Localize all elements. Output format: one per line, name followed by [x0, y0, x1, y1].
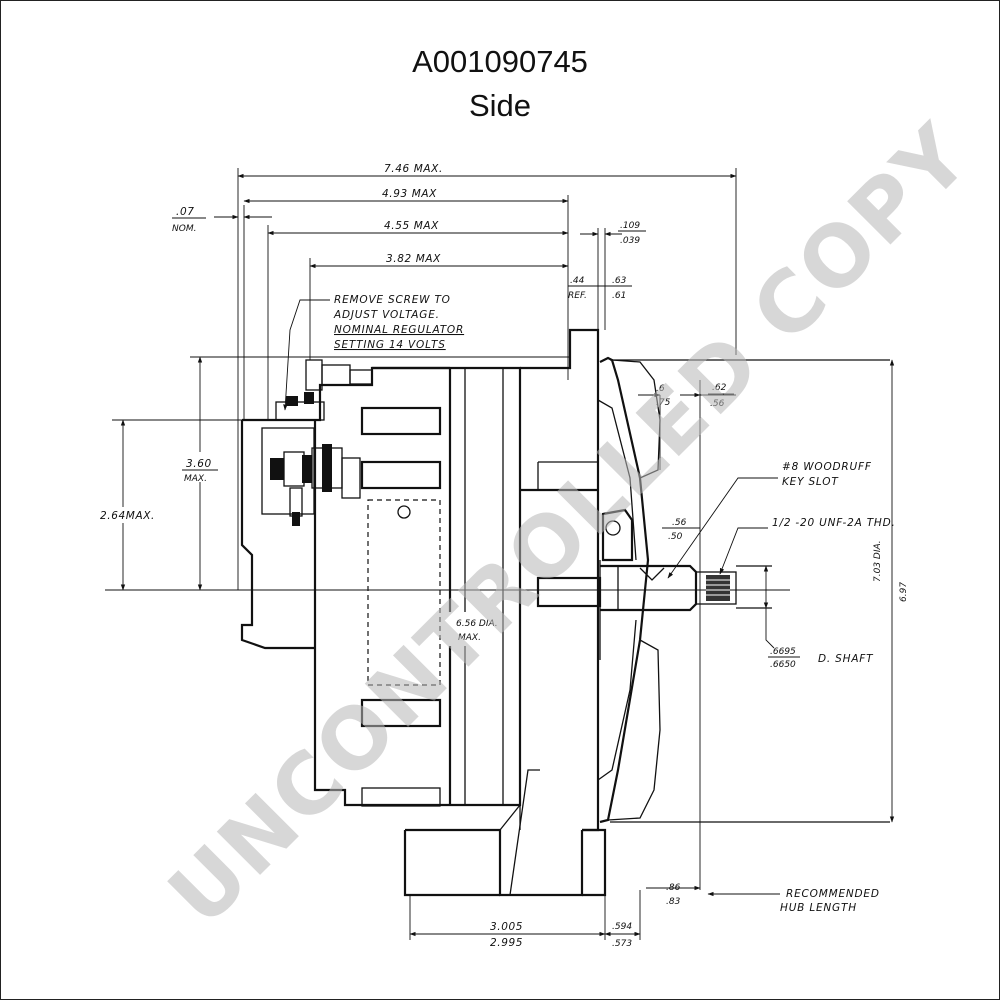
pulley-top-label: .63	[612, 276, 627, 286]
shaft-top-label: .6695	[770, 647, 796, 657]
height-264-label: 2.64MAX.	[100, 510, 155, 522]
hub-a-bottom-label: .75	[656, 398, 671, 408]
svg-text:SETTING 14 VOLTS: SETTING 14 VOLTS	[334, 339, 446, 351]
top-dimension-lines	[214, 168, 737, 590]
shaft-note: D. SHAFT	[818, 653, 874, 665]
keyslot-note-1: #8 WOODRUFF	[782, 461, 872, 473]
overall-length-label: 7.46 MAX.	[384, 163, 443, 175]
pulley-bottom-label: .61	[612, 291, 626, 301]
key-top-label: .56	[672, 518, 687, 528]
nom-label: NOM.	[172, 224, 196, 234]
shaft-bottom-label: .6650	[770, 660, 796, 670]
regulator-note: REMOVE SCREW TO ADJUST VOLTAGE. NOMINAL …	[283, 294, 464, 411]
alternator-body	[240, 328, 607, 897]
svg-text:REMOVE SCREW TO: REMOVE SCREW TO	[334, 294, 451, 306]
mount-bottom-label: 2.995	[490, 937, 523, 949]
hub-b-top-label: .62	[712, 383, 727, 393]
hub-b-bottom-label: .56	[710, 399, 725, 409]
right-dimension-lines	[448, 359, 895, 897]
hub-len-top-label: .86	[666, 883, 681, 893]
pulley	[597, 356, 890, 824]
height-360-max-label: MAX.	[184, 474, 207, 484]
part-number-title: A001090745	[412, 44, 588, 79]
key-bottom-label: .50	[668, 532, 683, 542]
regulator-terminal	[261, 359, 373, 526]
right-dimension-labels: .6 .75 .62 .56 .56 .50 #8 WOODRUFF KEY S…	[456, 383, 909, 914]
bottom-dimension-lines: 3.005 2.995 .594 .573	[409, 890, 641, 949]
hub-a-top-label: .6	[656, 384, 665, 394]
pulley-dia-top-label: 7.03 DIA.	[873, 540, 883, 582]
pulley-dia-bottom-label: 6.97	[899, 582, 909, 602]
flange-top-label: .109	[620, 221, 640, 231]
length-c-label: 3.82 MAX	[386, 253, 441, 265]
length-b-label: 4.55 MAX	[384, 220, 439, 232]
flange-bottom-label: .039	[620, 236, 640, 246]
svg-text:NOMINAL REGULATOR: NOMINAL REGULATOR	[334, 324, 464, 336]
keyslot-note-2: KEY SLOT	[782, 476, 839, 488]
shaft	[536, 564, 772, 612]
hub-note-2: HUB LENGTH	[780, 902, 857, 914]
mount-b-top-label: .594	[612, 922, 632, 932]
top-dimension-labels: 7.46 MAX. 4.93 MAX 4.55 MAX 3.82 MAX .07…	[172, 163, 646, 301]
ref-label: REF.	[568, 291, 587, 301]
mount-b-bottom-label: .573	[612, 939, 632, 949]
height-360-label: 3.60	[186, 458, 212, 470]
nom-value-label: .07	[176, 206, 195, 218]
ref-value-label: .44	[570, 276, 585, 286]
hub-len-bottom-label: .83	[666, 897, 681, 907]
body-dia-label: 6.56 DIA.	[456, 619, 498, 629]
mount-top-label: 3.005	[490, 921, 523, 933]
length-a-label: 4.93 MAX	[382, 188, 437, 200]
svg-text:ADJUST VOLTAGE.: ADJUST VOLTAGE.	[333, 309, 440, 321]
body-dia-max-label: MAX.	[458, 633, 481, 643]
thread-note: 1/2 -20 UNF-2A THD.	[772, 517, 896, 529]
view-title: Side	[468, 88, 532, 123]
hub-note-1: RECOMMENDED	[786, 888, 880, 900]
